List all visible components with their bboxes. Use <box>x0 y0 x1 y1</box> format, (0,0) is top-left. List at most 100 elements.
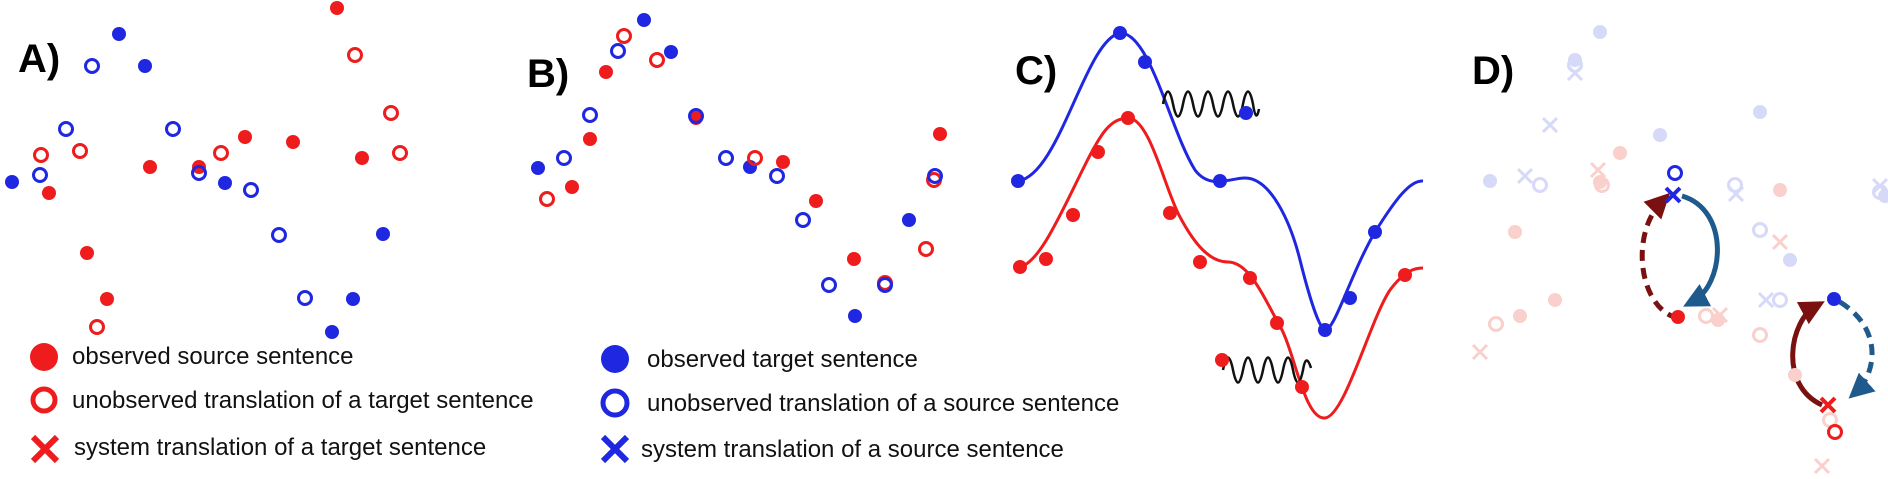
source-unobserved-ring <box>72 143 88 159</box>
target-observed-dot <box>1827 292 1841 306</box>
target-curve-point <box>1213 174 1227 188</box>
faded-target-ring <box>1752 222 1768 238</box>
legend-target-system-label: system translation of a source sentence <box>641 436 1064 463</box>
legend-target-unobserved-label: unobserved translation of a source sente… <box>647 390 1119 417</box>
panel-b-scatter <box>531 13 947 323</box>
source-unobserved-ring <box>539 191 555 207</box>
faded-source-dot <box>1508 225 1522 239</box>
source-unobserved-ring <box>213 145 229 161</box>
target-observed-dot <box>112 27 126 41</box>
source-observed-dot <box>776 155 790 169</box>
legend-source-observed-label: observed source sentence <box>72 343 354 370</box>
target-unobserved-ring <box>243 182 259 198</box>
faded-source-cross <box>1471 343 1489 361</box>
source-unobserved-ring <box>383 105 399 121</box>
faded-target-dot <box>1483 174 1497 188</box>
target-observed-dot <box>218 176 232 190</box>
source-unobserved-ring <box>347 47 363 63</box>
target-observed-dot <box>531 161 545 175</box>
source-observed-dot <box>330 1 344 15</box>
source-arrow-solid <box>1790 301 1825 408</box>
legend-target-observed-label: observed target sentence <box>647 346 918 373</box>
panel-a-scatter <box>5 1 408 339</box>
panel-b-label: B) <box>527 52 569 96</box>
faded-target-cross <box>1727 185 1745 203</box>
target-curve-point <box>1368 225 1382 239</box>
target-unobserved-ring <box>58 121 74 137</box>
source-observed-dot <box>286 135 300 149</box>
target-arrow-dashed <box>1838 299 1876 399</box>
target-unobserved-ring <box>582 107 598 123</box>
target-system-cross <box>1664 186 1682 204</box>
faded-source-ring <box>1594 177 1610 193</box>
legend-target-observed-marker <box>601 345 629 373</box>
target-unobserved-ring <box>821 277 837 293</box>
target-curve-point <box>1011 174 1025 188</box>
source-curve-point <box>1121 111 1135 125</box>
target-unobserved-ring <box>688 108 704 124</box>
source-unobserved-ring <box>89 319 105 335</box>
target-unobserved-ring <box>271 227 287 243</box>
source-observed-dot <box>143 160 157 174</box>
source-curve-point <box>1091 145 1105 159</box>
target-unobserved-ring <box>610 43 626 59</box>
target-unobserved-ring <box>556 150 572 166</box>
legend-target-system-marker <box>600 434 630 464</box>
source-unobserved-ring <box>392 145 408 161</box>
faded-target-cross <box>1516 167 1534 185</box>
faded-target-ring <box>1532 177 1548 193</box>
source-curve-point <box>1193 255 1207 269</box>
source-observed-dot <box>100 292 114 306</box>
source-unobserved-ring <box>649 52 665 68</box>
faded-source-cross <box>1813 457 1831 475</box>
source-curve-point <box>1066 208 1080 222</box>
source-curve-point <box>1295 380 1309 394</box>
faded-target-dot <box>1753 105 1767 119</box>
faded-target-dot <box>1653 128 1667 142</box>
source-curve-point <box>1243 271 1257 285</box>
target-observed-dot <box>848 309 862 323</box>
target-unobserved-ring <box>84 58 100 74</box>
target-curve-point <box>1138 55 1152 69</box>
target-unobserved-ring <box>32 167 48 183</box>
source-arrow-dashed <box>1639 192 1679 321</box>
faded-source-cross <box>1711 306 1729 324</box>
target-curve-point <box>1343 291 1357 305</box>
panel-c-label: C) <box>1015 49 1057 93</box>
source-observed-dot <box>80 246 94 260</box>
source-curve-point <box>1013 260 1027 274</box>
source-unobserved-ring <box>918 241 934 257</box>
source-curve-point <box>1270 316 1284 330</box>
panel-d-scatter <box>1471 25 1888 475</box>
faded-target-cross <box>1541 116 1559 134</box>
source-curve-point <box>1215 353 1229 367</box>
faded-source-ring <box>1698 308 1714 324</box>
faded-source-dot <box>1788 368 1802 382</box>
target-arrow-solid <box>1681 193 1720 307</box>
source-curve-point <box>1039 252 1053 266</box>
faded-target-cross <box>1566 64 1584 82</box>
target-observed-dot <box>902 213 916 227</box>
source-observed-dot <box>599 65 613 79</box>
target-unobserved-ring <box>795 212 811 228</box>
source-observed-dot <box>583 132 597 146</box>
faded-source-dot <box>1548 293 1562 307</box>
source-unobserved-ring <box>747 150 763 166</box>
faded-target-dot <box>1783 253 1797 267</box>
faded-target-cross <box>1871 177 1888 195</box>
source-observed-dot <box>355 151 369 165</box>
legend-source-unobserved-marker <box>30 386 58 414</box>
faded-source-cross <box>1589 161 1607 179</box>
target-observed-dot <box>637 13 651 27</box>
faded-source-ring <box>1752 327 1768 343</box>
source-observed-dot <box>809 194 823 208</box>
target-observed-dot <box>376 227 390 241</box>
source-unobserved-ring <box>616 28 632 44</box>
legend-source-observed-marker <box>30 343 58 371</box>
target-observed-dot <box>664 45 678 59</box>
faded-target-cross <box>1757 291 1775 309</box>
target-unobserved-ring <box>191 165 207 181</box>
faded-source-ring <box>1488 316 1504 332</box>
target-unobserved-ring <box>877 277 893 293</box>
faded-source-cross <box>1771 233 1789 251</box>
